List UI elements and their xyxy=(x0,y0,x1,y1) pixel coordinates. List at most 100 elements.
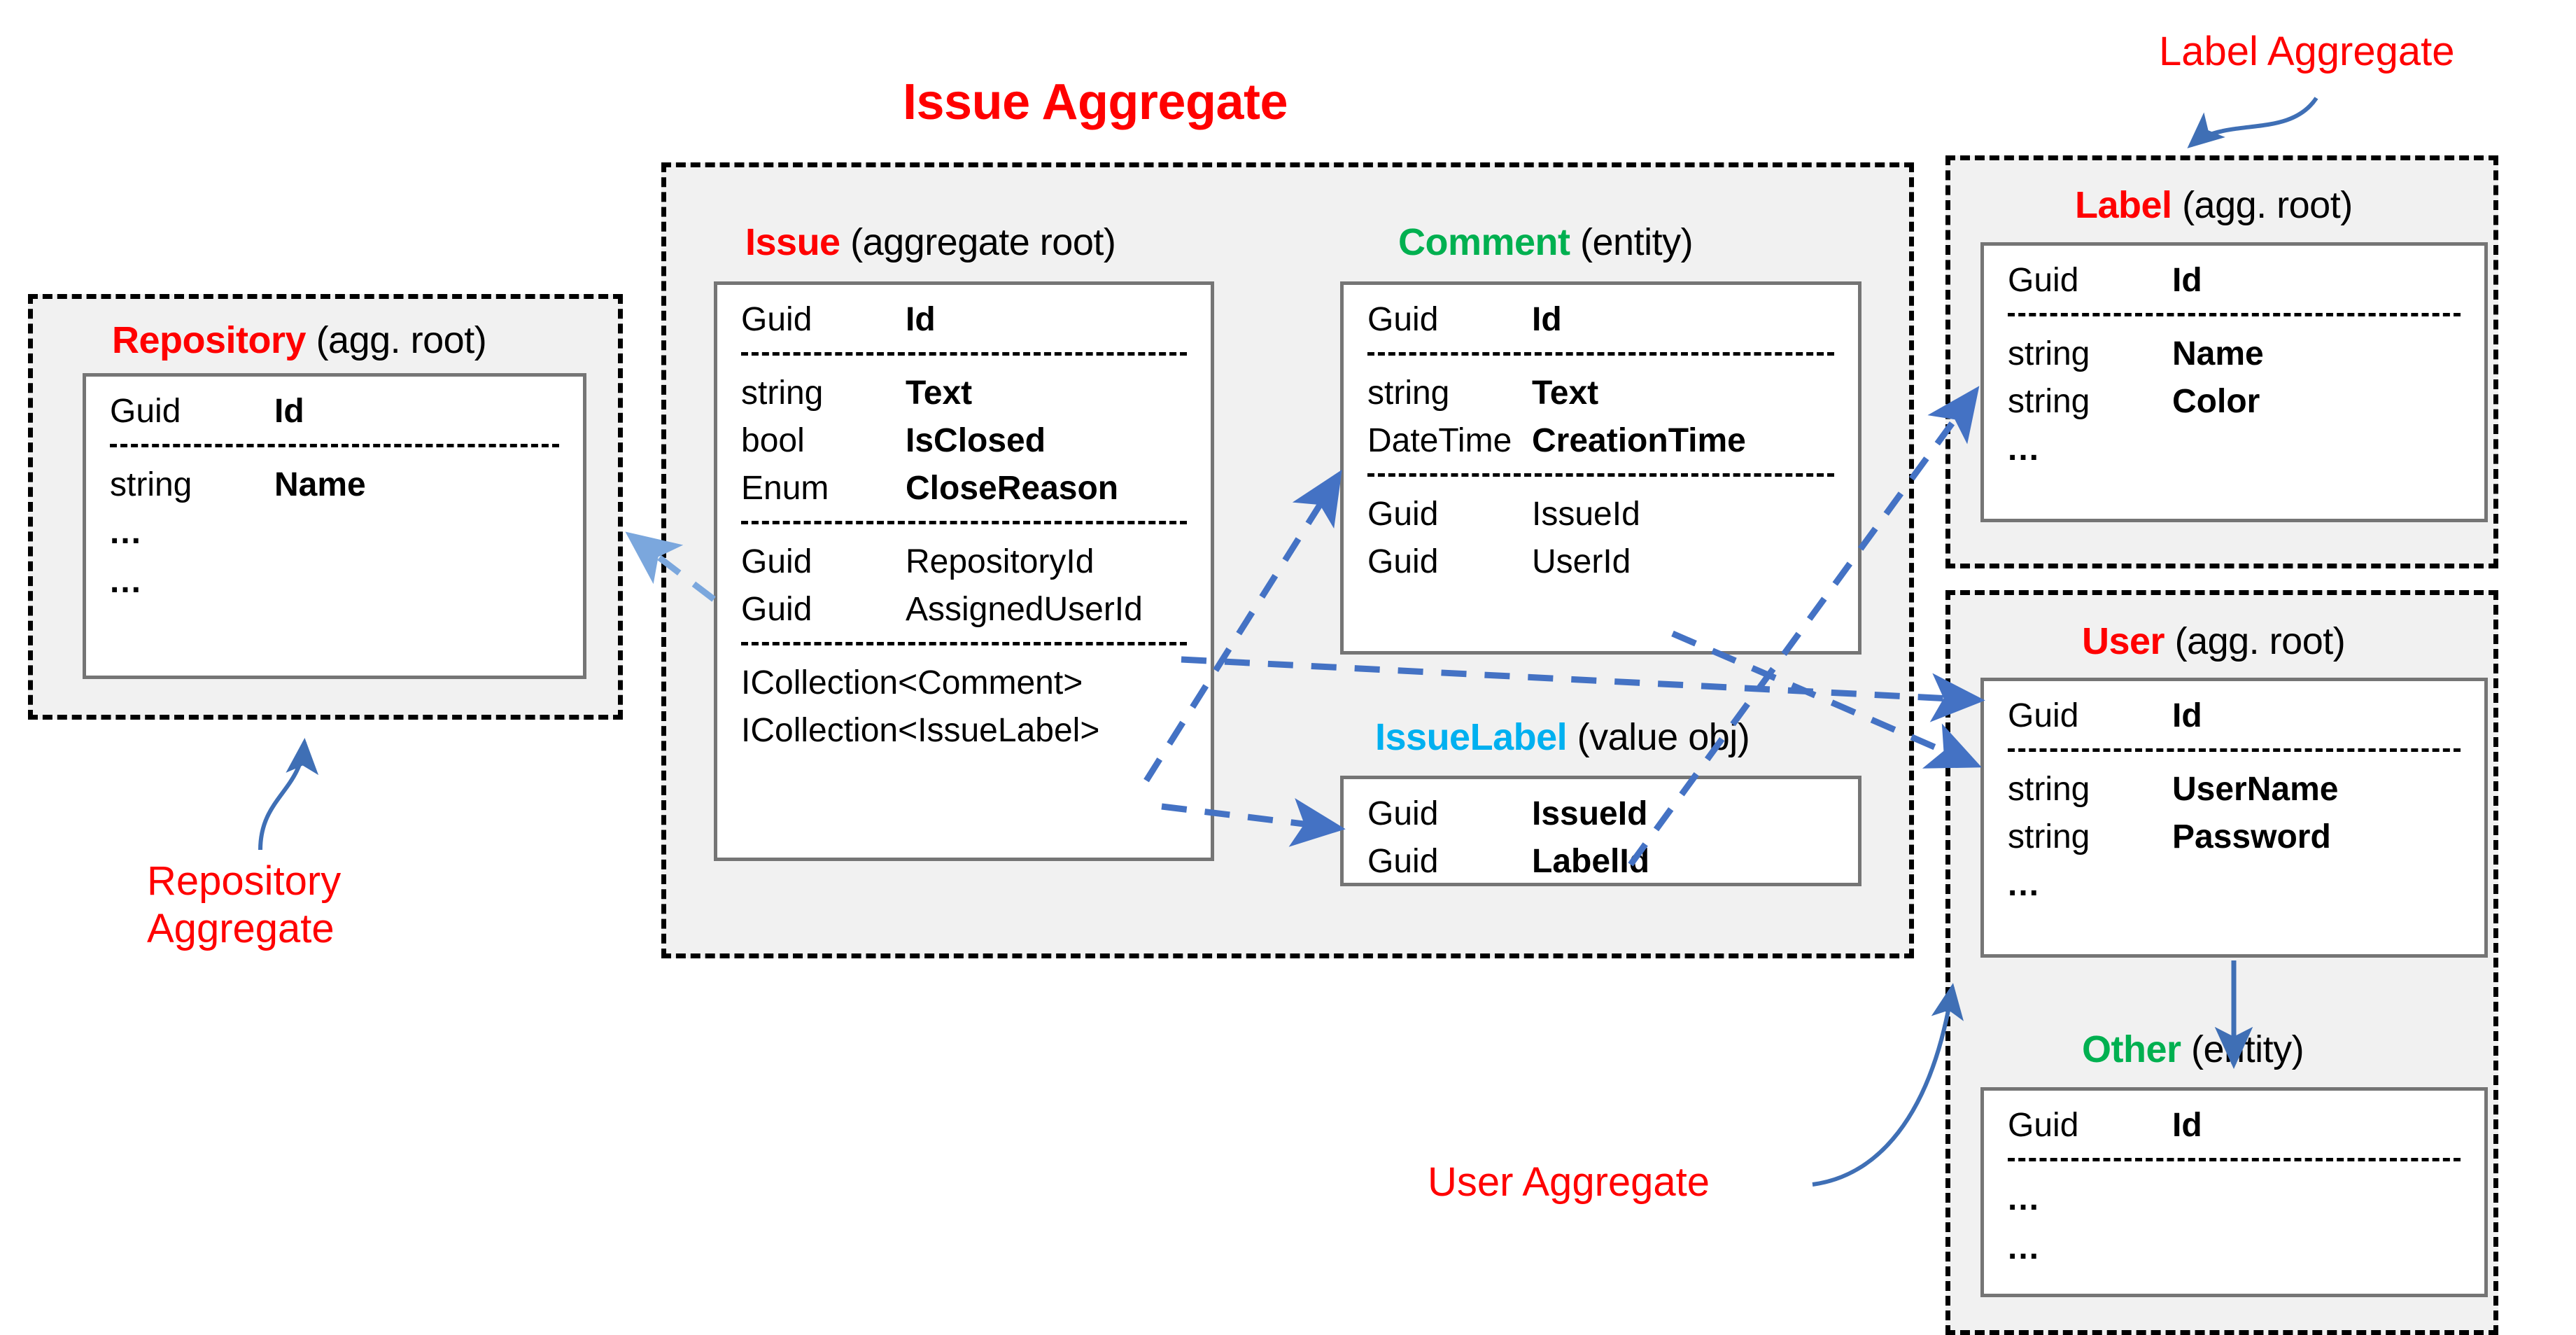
table-row: Guid IssueId xyxy=(1367,498,1834,531)
leader-user-aggregate xyxy=(1812,983,1964,1187)
field-name: Id xyxy=(2172,697,2202,734)
field-name: UserName xyxy=(2172,771,2339,808)
field-name: LabelId xyxy=(1532,843,1650,880)
issue-class-name: Issue xyxy=(745,221,840,263)
issue-class-title: Issue (aggregate root) xyxy=(745,221,1116,264)
field-type: string xyxy=(1367,375,1450,412)
field-type: Guid xyxy=(1367,843,1439,880)
field-name: RepositoryId xyxy=(906,543,1095,580)
table-row: string Text xyxy=(741,377,1187,410)
row-separator xyxy=(2008,313,2461,316)
table-row: Guid AssignedUserId xyxy=(741,593,1187,627)
table-row: Guid Id xyxy=(741,303,1187,337)
field-type: string xyxy=(2008,383,2090,420)
field-name: Text xyxy=(906,375,973,412)
comment-class-name: Comment xyxy=(1398,221,1570,263)
field-name: Name xyxy=(274,466,366,503)
user-rows: Guid Id string UserName string Password … xyxy=(1984,681,2484,917)
row-separator xyxy=(2008,1158,2461,1161)
annotation-label-aggregate: Label Aggregate xyxy=(2159,29,2455,74)
ellipsis-row: ... xyxy=(2008,1180,2041,1217)
row-separator xyxy=(1367,352,1834,356)
user-class-box: Guid Id string UserName string Password … xyxy=(1980,678,2488,958)
table-row: string UserName xyxy=(2008,773,2461,806)
table-row: Guid Id xyxy=(2008,699,2461,733)
user-class-title: User (agg. root) xyxy=(2082,620,2346,663)
field-type: Enum xyxy=(741,470,829,507)
comment-class-box: Guid Id string Text DateTime CreationTim… xyxy=(1340,281,1861,655)
repository-class-stereotype: (agg. root) xyxy=(316,319,487,361)
field-type: Guid xyxy=(741,301,812,338)
comment-class-stereotype: (entity) xyxy=(1580,221,1694,263)
table-row: Guid Id xyxy=(1367,303,1834,337)
field-type: string xyxy=(110,466,192,503)
row-separator xyxy=(741,642,1187,645)
table-row: string Password xyxy=(2008,820,2461,854)
table-row: string Text xyxy=(1367,377,1834,410)
field-type: Guid xyxy=(1367,496,1439,533)
field-type: Guid xyxy=(1367,795,1439,832)
field-type: string xyxy=(2008,771,2090,808)
row-separator xyxy=(741,352,1187,356)
issue-class-stereotype: (aggregate root) xyxy=(850,221,1116,263)
field-name: IsClosed xyxy=(906,422,1046,459)
field-name: AssignedUserId xyxy=(906,591,1143,628)
field-type: Guid xyxy=(2008,1107,2079,1144)
table-row: Guid RepositoryId xyxy=(741,545,1187,579)
field-name: Id xyxy=(2172,262,2202,299)
row-separator xyxy=(1367,473,1834,477)
field-type: Guid xyxy=(1367,543,1439,580)
field-type: Guid xyxy=(2008,262,2079,299)
comment-class-title: Comment (entity) xyxy=(1398,221,1694,264)
field-name: Id xyxy=(906,301,936,338)
table-row: Enum CloseReason xyxy=(741,472,1187,505)
ellipsis-row: ... xyxy=(110,563,143,600)
table-row: Guid LabelId xyxy=(1367,845,1834,879)
field-type: string xyxy=(741,375,824,412)
field-type: Guid xyxy=(1367,301,1439,338)
user-class-name: User xyxy=(2082,620,2165,662)
field-name: CreationTime xyxy=(1532,422,1746,459)
label-class-stereotype: (agg. root) xyxy=(2182,184,2353,226)
comment-rows: Guid Id string Text DateTime CreationTim… xyxy=(1344,285,1858,593)
table-row: bool IsClosed xyxy=(741,424,1187,458)
issuelabel-class-name: IssueLabel xyxy=(1375,716,1568,758)
field-type: Guid xyxy=(110,393,181,430)
ellipsis-row: ... xyxy=(2008,1229,2041,1266)
leader-repository-aggregate xyxy=(258,738,319,851)
issue-class-box: Guid Id string Text bool IsClosed Enum C… xyxy=(714,281,1214,861)
other-class-box: Guid Id ... ... xyxy=(1980,1087,2488,1297)
repository-class-title: Repository (agg. root) xyxy=(112,319,487,362)
field-type: string xyxy=(2008,818,2090,855)
table-row: Guid Id xyxy=(110,395,559,428)
field-type: Guid xyxy=(2008,697,2079,734)
table-row: string Color xyxy=(2008,385,2461,419)
table-row: DateTime CreationTime xyxy=(1367,424,1834,458)
ellipsis-row: ... xyxy=(2008,431,2041,468)
table-row: Guid Id xyxy=(2008,264,2461,298)
row-separator xyxy=(110,444,559,447)
field-type: bool xyxy=(741,422,805,459)
field-type: Guid xyxy=(741,543,812,580)
table-row: ICollection<IssueLabel> xyxy=(741,714,1187,748)
label-rows: Guid Id string Name string Color ... xyxy=(1984,246,2484,482)
row-separator xyxy=(741,521,1187,524)
field-name: Password xyxy=(2172,818,2331,855)
field-type: DateTime xyxy=(1367,422,1512,459)
issuelabel-class-box: Guid IssueId Guid LabelId xyxy=(1340,776,1861,886)
issuelabel-class-title: IssueLabel (value obj) xyxy=(1375,715,1750,759)
table-row: string Name xyxy=(110,468,559,502)
field-name: Id xyxy=(274,393,304,430)
other-class-title: Other (entity) xyxy=(2082,1028,2304,1071)
table-row: ICollection<Comment> xyxy=(741,666,1187,700)
issue-rows: Guid Id string Text bool IsClosed Enum C… xyxy=(717,285,1211,762)
label-class-box: Guid Id string Name string Color ... xyxy=(1980,242,2488,522)
field-name: IssueId xyxy=(1532,496,1640,533)
table-row: Guid UserId xyxy=(1367,545,1834,579)
other-rows: Guid Id ... ... xyxy=(1984,1091,2484,1280)
field-name: Id xyxy=(2172,1107,2202,1144)
row-separator xyxy=(2008,748,2461,752)
field-name: Color xyxy=(2172,383,2260,420)
table-row: Guid IssueId xyxy=(1367,797,1834,831)
